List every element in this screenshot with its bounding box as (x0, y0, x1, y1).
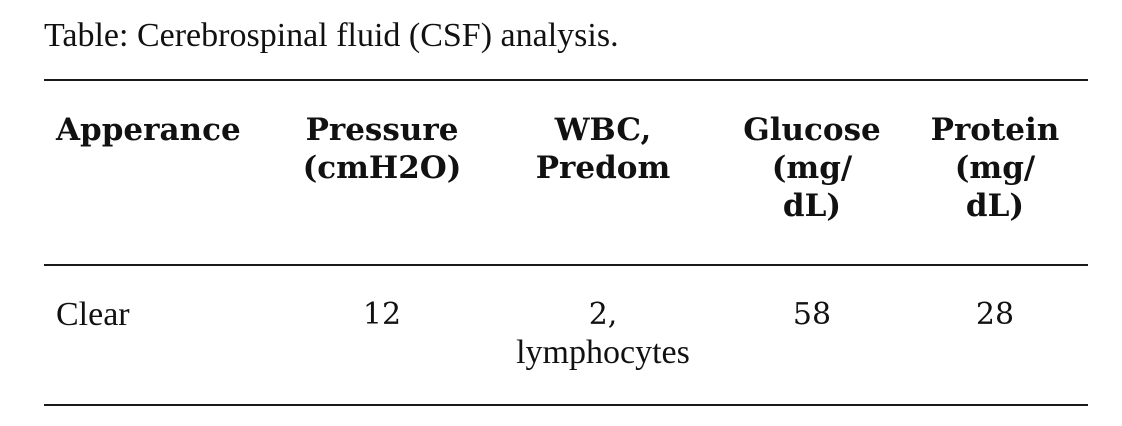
header-glucose-unit-2: dL) (782, 188, 842, 224)
cell-glucose: 58 (792, 297, 832, 332)
cell-wbc-predom: lymphocytes (516, 334, 690, 371)
table-header-rule (44, 264, 1088, 266)
header-glucose-unit-1: (mg/ (771, 150, 853, 186)
header-wbc: WBC, Predom (498, 111, 708, 187)
cell-wbc: 2, lymphocytes (478, 296, 728, 372)
table-caption: Table: Cerebrospinal fluid (CSF) analysi… (44, 17, 619, 54)
table-bottom-rule (44, 404, 1088, 406)
header-protein-unit-2: dL) (965, 188, 1025, 224)
header-wbc-label: WBC, (554, 112, 652, 148)
header-protein-label: Protein (930, 112, 1060, 148)
header-pressure-unit: (cmH2O) (302, 150, 462, 186)
header-wbc-sub: Predom (535, 150, 671, 186)
header-protein-unit-1: (mg/ (954, 150, 1036, 186)
cell-appearance: Clear (56, 296, 130, 333)
cell-protein: 28 (975, 297, 1015, 332)
table-top-rule (44, 79, 1088, 81)
header-glucose: Glucose (mg/ dL) (722, 111, 902, 225)
header-pressure-label: Pressure (305, 112, 459, 148)
header-appearance: Apperance (56, 111, 276, 149)
header-protein: Protein (mg/ dL) (910, 111, 1080, 225)
header-pressure: Pressure (cmH2O) (282, 111, 482, 187)
header-appearance-label: Apperance (56, 112, 241, 148)
cell-wbc-count: 2, (588, 297, 618, 332)
header-glucose-label: Glucose (743, 112, 881, 148)
cell-pressure: 12 (362, 297, 402, 332)
